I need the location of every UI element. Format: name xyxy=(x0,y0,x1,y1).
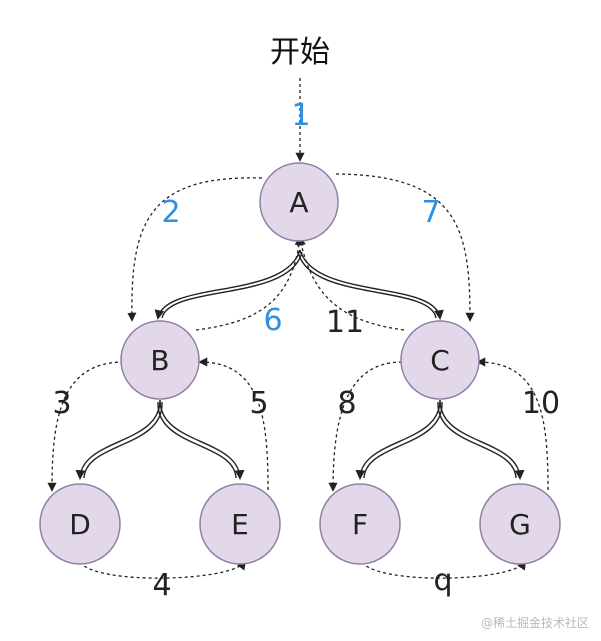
step-label-1: 1 xyxy=(291,98,310,133)
edge-b-e xyxy=(157,399,245,480)
traversal-path-10 xyxy=(476,357,549,491)
step-label-10: 10 xyxy=(522,386,560,421)
traversal-path-9 xyxy=(361,560,526,579)
watermark: @稀土掘金技术社区 xyxy=(480,616,589,630)
edge-b-d xyxy=(75,399,163,480)
node-g: G xyxy=(479,483,561,565)
node-b-label: B xyxy=(150,344,169,377)
traversal-path-7 xyxy=(335,173,475,322)
traversal-path-2 xyxy=(127,177,263,322)
step-labels: 1 2 3 4 5 6 7 8 q 10 11 xyxy=(52,98,560,603)
step-label-2: 2 xyxy=(161,195,180,230)
traversal-path-11 xyxy=(296,236,405,331)
edge-a-c xyxy=(297,249,444,320)
traversal-path-8 xyxy=(328,361,403,492)
node-d-label: D xyxy=(69,508,91,541)
traversal-path-6 xyxy=(195,236,304,331)
node-f-label: F xyxy=(352,508,368,541)
node-d: D xyxy=(39,483,121,565)
node-e-label: E xyxy=(231,508,249,541)
tree-nodes: A B C D E F G xyxy=(39,162,561,565)
edge-a-b xyxy=(154,249,303,320)
tree-edges xyxy=(75,249,525,480)
node-e: E xyxy=(199,483,281,565)
traversal-path-3 xyxy=(47,361,125,492)
node-c: C xyxy=(400,320,480,400)
node-c-label: C xyxy=(430,344,450,377)
step-label-11: 11 xyxy=(326,305,364,340)
start-label: 开始 xyxy=(270,35,330,70)
edge-c-f xyxy=(355,399,443,480)
step-label-9: q xyxy=(433,563,452,598)
traversal-path-5 xyxy=(198,357,269,491)
traversal-paths xyxy=(47,78,549,579)
edge-c-g xyxy=(437,399,525,480)
node-f: F xyxy=(319,483,401,565)
node-a-label: A xyxy=(289,186,308,219)
step-label-7: 7 xyxy=(421,195,440,230)
node-a: A xyxy=(259,162,339,242)
step-label-8: 8 xyxy=(337,386,356,421)
step-label-5: 5 xyxy=(249,386,268,421)
traversal-path-4 xyxy=(79,560,247,579)
node-b: B xyxy=(120,320,200,400)
node-g-label: G xyxy=(509,508,531,541)
step-label-6: 6 xyxy=(263,303,282,338)
step-label-3: 3 xyxy=(52,386,71,421)
step-label-4: 4 xyxy=(152,568,171,603)
